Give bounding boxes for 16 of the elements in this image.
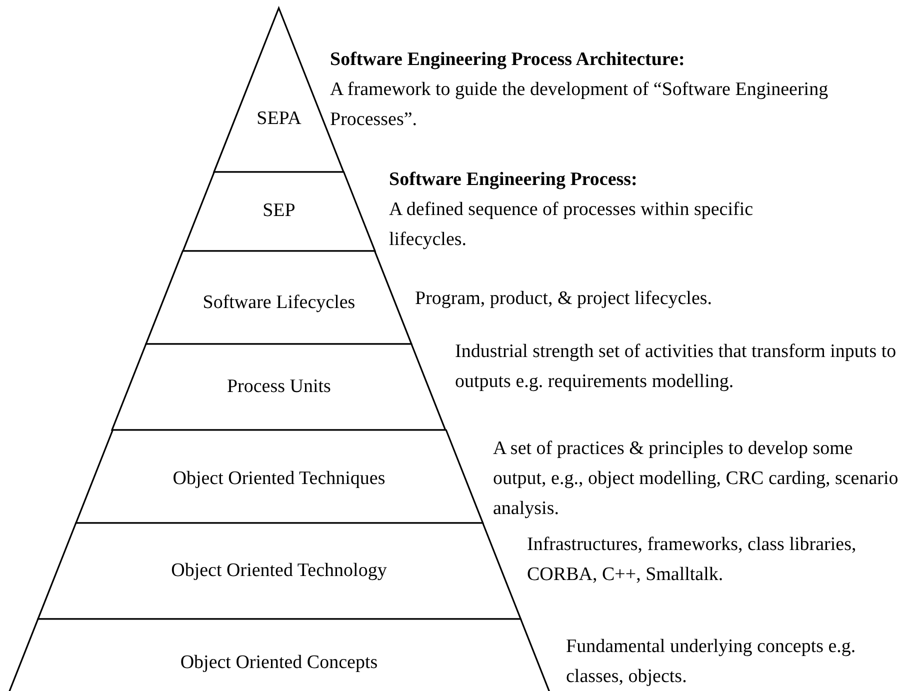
tier-description: A framework to guide the development of “Software Engineering Processes”.: [330, 78, 830, 132]
tier-label: Object Oriented Technology: [171, 560, 387, 580]
tier-heading: Software Engineering Process:: [389, 168, 638, 192]
tier-description: A set of practices & principles to develop some output, e.g., object modelling, CRC carding, scenario analysis.: [493, 437, 900, 521]
tier-label: Object Oriented Techniques: [172, 468, 386, 488]
tier-description: Infrastructures, frameworks, class libraries, CORBA, C++, Smalltalk.: [527, 533, 858, 587]
tier-description: Industrial strength set of activities that transform inputs to outputs e.g. requirements modelling.: [455, 340, 898, 394]
tier-label: SEP: [262, 200, 296, 220]
tier-description: Program, product, & project lifecycles.: [415, 287, 714, 311]
tier-label: Process Units: [226, 376, 331, 396]
tier-description: A defined sequence of processes within specific lifecycles.: [389, 198, 754, 252]
tier-label: SEPA: [256, 108, 302, 128]
tier-description: Fundamental underlying concepts e.g. classes, objects.: [566, 635, 857, 689]
tier-heading: Software Engineering Process Architecture:: [330, 48, 686, 72]
tier-label: Software Lifecycles: [202, 292, 356, 312]
tier-label: Object Oriented Concepts: [180, 652, 378, 672]
